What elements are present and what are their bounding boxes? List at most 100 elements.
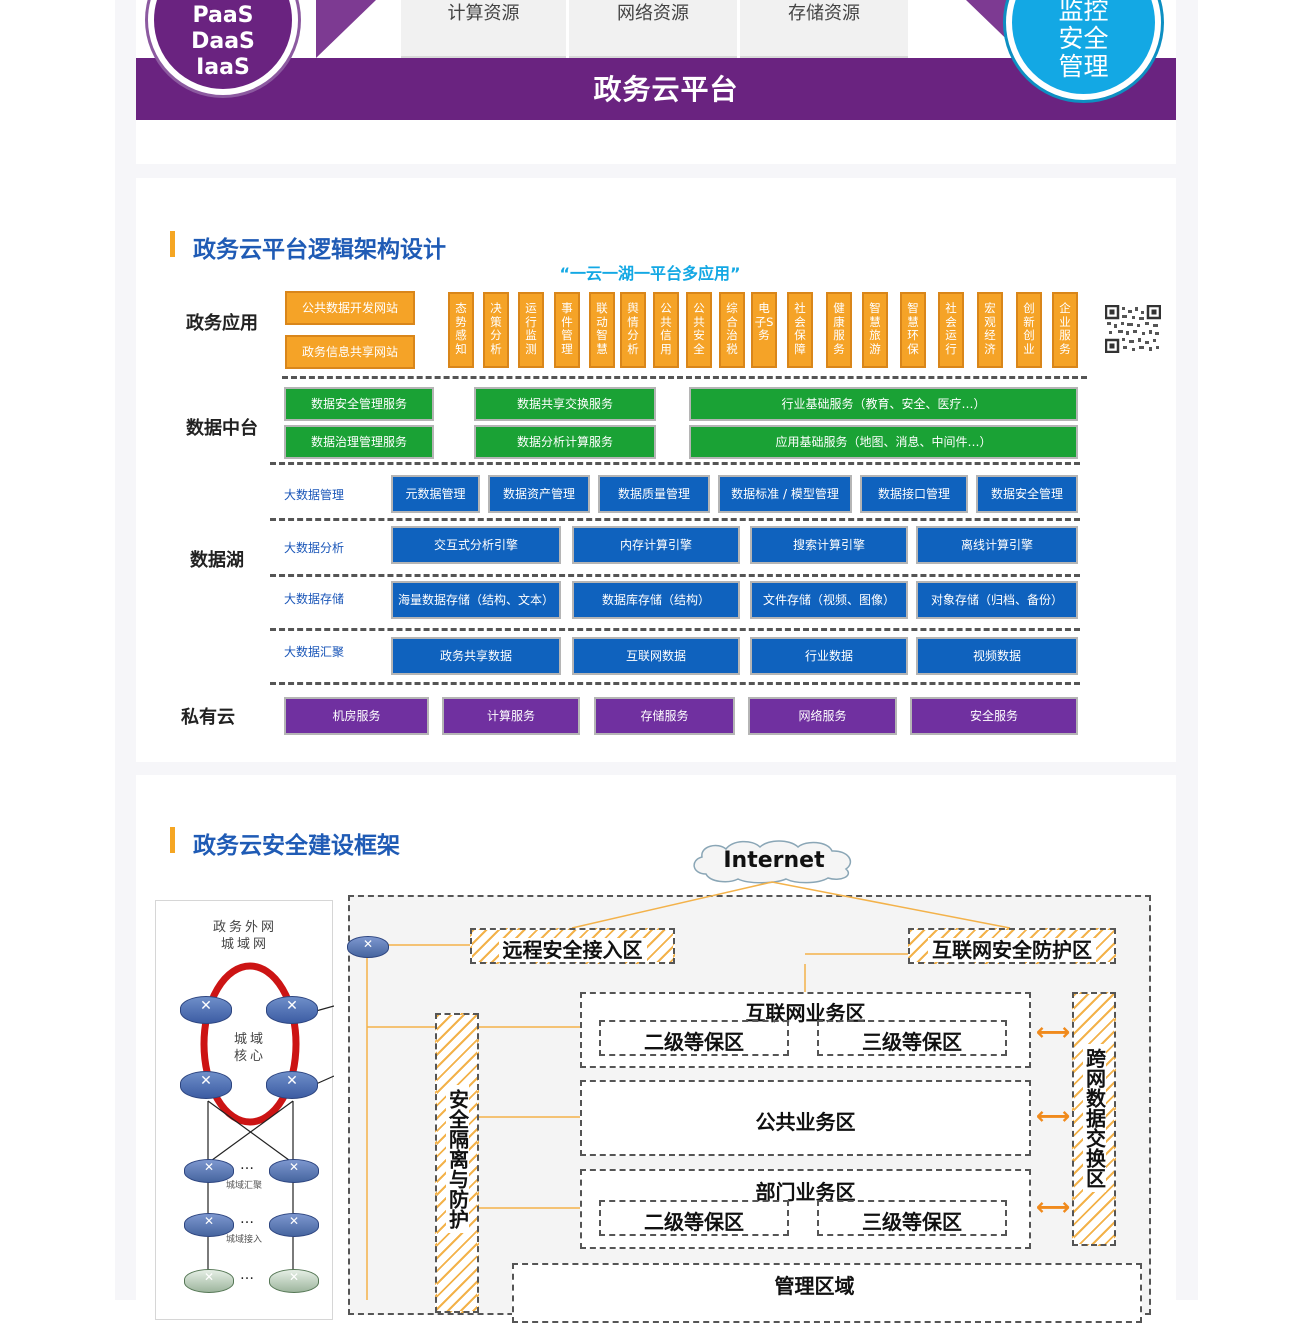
- app-box: 社会运行: [938, 292, 964, 368]
- access-router-icon: [184, 1213, 234, 1237]
- zone-level3: [817, 1020, 1007, 1056]
- app-box: 智慧旅游: [862, 292, 888, 368]
- private-cloud-box: 安全服务: [910, 697, 1078, 735]
- separator: [270, 682, 1080, 685]
- banner-wedge-left: [316, 0, 376, 58]
- edge-switch-icon: [184, 1269, 234, 1293]
- circle-line: 监控: [1058, 0, 1109, 25]
- lake-mgmt-box: 数据质量管理: [598, 475, 710, 513]
- row-label-data-lake: 数据湖: [190, 550, 244, 571]
- lake-mgmt-box: 数据安全管理: [976, 475, 1078, 513]
- app-box: 智慧环保: [900, 292, 926, 368]
- router-icon: [347, 936, 389, 958]
- wan-label-line: 城域网: [220, 937, 269, 952]
- lake-storage-box: 数据库存储（结构）: [572, 581, 740, 619]
- app-box: 公共安全: [686, 292, 712, 368]
- banner-strip: [136, 58, 1176, 120]
- circle-line: IaaS: [196, 55, 250, 80]
- lake-storage-box: 对象存储（归档、备份）: [916, 581, 1078, 619]
- circle-line: PaaS: [192, 3, 254, 28]
- zone-level2-label: 二级等保区: [644, 1030, 744, 1054]
- app-box: 企业服务: [1052, 292, 1078, 368]
- dp-box: 行业基础服务（教育、安全、医疗…）: [689, 387, 1078, 421]
- zone-level3: [817, 1200, 1007, 1236]
- zone-level2: [599, 1200, 789, 1236]
- double-arrow-icon: ⟷: [1036, 1102, 1071, 1130]
- lake-gather-box: 视频数据: [916, 637, 1078, 675]
- edge-switch-icon: [269, 1269, 319, 1293]
- sublabel-gather: 大数据汇聚: [284, 645, 345, 659]
- sublabel-mgmt: 大数据管理: [284, 488, 345, 502]
- qr-code: [1105, 305, 1161, 353]
- lake-gather-box: 互联网数据: [572, 637, 740, 675]
- access-router-icon: [269, 1213, 319, 1237]
- banner-card: 计算资源 网络资源 存储资源 政务云平台 PaaS DaaS IaaS 监控 安…: [136, 0, 1176, 164]
- row-label-private-cloud: 私有云: [181, 707, 235, 728]
- lake-mgmt-box: 元数据管理: [391, 475, 480, 513]
- core-router-icon: [266, 996, 318, 1024]
- separator: [282, 376, 1087, 379]
- zone-internet-protect-label: 互联网安全防护区: [908, 934, 1116, 963]
- core-label-line: 城域: [233, 1032, 266, 1047]
- app-box: 运行监测: [518, 292, 544, 368]
- app-box: 综合治税: [719, 292, 745, 368]
- access-label: 城域接入: [226, 1235, 263, 1245]
- resource-network: 网络资源: [569, 0, 737, 59]
- separator: [270, 462, 1080, 465]
- core-router-icon: [180, 1071, 232, 1099]
- ellipsis: …: [240, 1211, 254, 1227]
- slogan: “一云一湖一平台多应用”: [559, 264, 741, 283]
- dp-box: 数据共享交换服务: [474, 387, 656, 421]
- lake-analysis-box: 离线计算引擎: [916, 526, 1078, 564]
- app-box: 健康服务: [826, 292, 852, 368]
- separator: [270, 574, 1080, 577]
- sublabel-storage: 大数据存储: [284, 592, 345, 606]
- core-router-icon: [180, 996, 232, 1024]
- row-label-apps: 政务应用: [186, 313, 258, 334]
- app-box: 事件管理: [554, 292, 580, 368]
- private-cloud-box: 网络服务: [748, 697, 897, 735]
- dp-box: 数据安全管理服务: [284, 387, 434, 421]
- wan-panel: 政务外网 城域网 城域 核心 … 城域汇聚 … 城域接入 …: [155, 900, 334, 1320]
- private-cloud-box: 存储服务: [594, 697, 735, 735]
- zone-isolation-label: 安全隔离与防护: [435, 1085, 479, 1238]
- zone-mgmt-label: 管理区域: [774, 1274, 855, 1298]
- app-box: 电子S务: [751, 292, 777, 368]
- private-cloud-box: 机房服务: [284, 697, 429, 735]
- zone-level3-label: 三级等保区: [862, 1210, 962, 1234]
- lake-storage-box: 海量数据存储（结构、文本）: [391, 581, 561, 619]
- app-box: 联动智慧: [589, 292, 615, 368]
- aggregation-router-icon: [269, 1159, 319, 1183]
- row-label-data-platform: 数据中台: [186, 418, 258, 439]
- app-site-box: 公共数据开发网站: [284, 290, 416, 326]
- resource-compute: 计算资源: [401, 0, 566, 59]
- circle-line: 管理: [1058, 52, 1109, 81]
- dp-box: 数据分析计算服务: [474, 425, 656, 459]
- sublabel-analysis: 大数据分析: [284, 541, 345, 555]
- circle-line: DaaS: [191, 29, 255, 54]
- core-router-icon: [266, 1071, 318, 1099]
- ellipsis: …: [240, 1157, 254, 1173]
- separator: [270, 628, 1080, 631]
- separator: [270, 518, 1080, 521]
- core-label-line: 核心: [233, 1049, 266, 1064]
- circle-line: 安全: [1058, 24, 1109, 53]
- zone-remote-access-label: 远程安全接入区: [470, 934, 675, 963]
- security-section-title: 政务云安全建设框架: [193, 833, 400, 859]
- dp-box: 数据治理管理服务: [284, 425, 434, 459]
- lake-mgmt-box: 数据标准 / 模型管理: [718, 475, 852, 513]
- zone-level3-label: 三级等保区: [862, 1030, 962, 1054]
- app-box: 宏观经济: [977, 292, 1003, 368]
- lake-analysis-box: 交互式分析引擎: [391, 526, 561, 564]
- wan-label-line: 政务外网: [212, 920, 277, 935]
- wan-topology: [200, 962, 334, 1271]
- internet-label: Internet: [723, 848, 825, 873]
- app-box: 公共信用: [653, 292, 679, 368]
- lake-mgmt-box: 数据资产管理: [488, 475, 590, 513]
- private-cloud-box: 计算服务: [442, 697, 580, 735]
- wan-label: 政务外网 城域网: [156, 919, 334, 953]
- app-box: 舆情分析: [620, 292, 646, 368]
- banner-title: 政务云平台: [593, 73, 739, 106]
- lake-mgmt-box: 数据接口管理: [860, 475, 968, 513]
